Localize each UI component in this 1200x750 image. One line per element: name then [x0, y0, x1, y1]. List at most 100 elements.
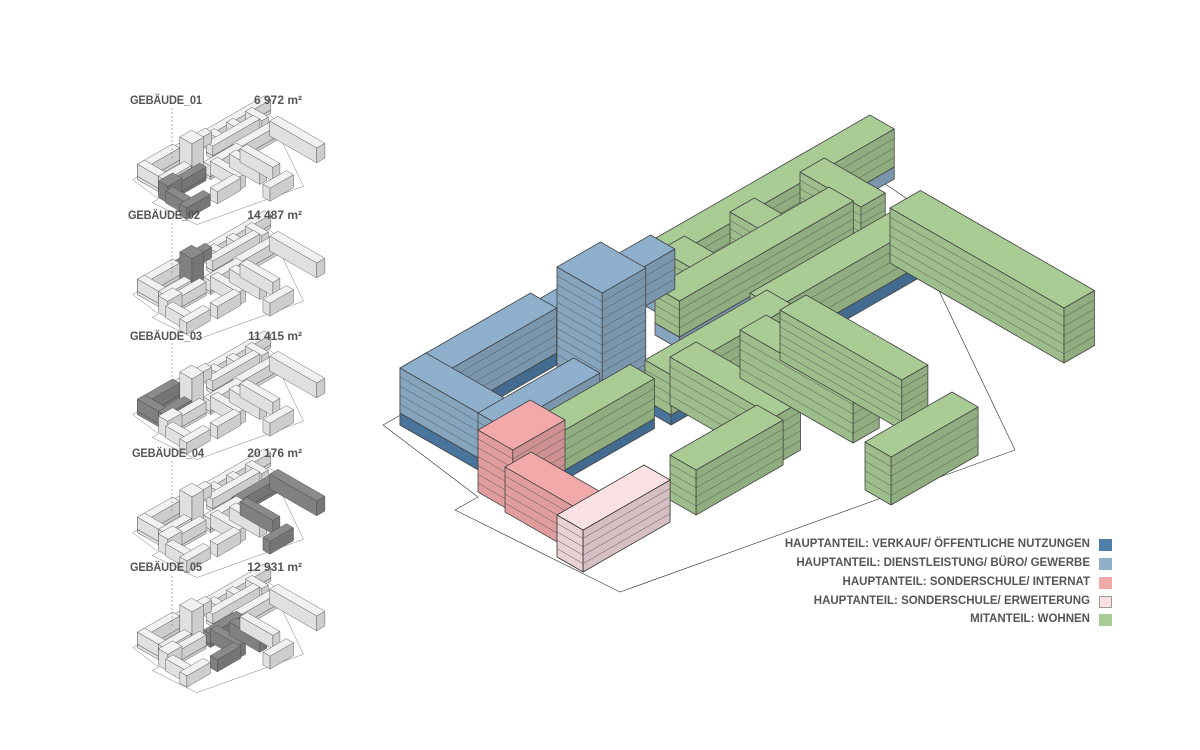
building-block — [206, 583, 261, 624]
block-face-top — [158, 407, 183, 422]
thumbnail-building-02 — [132, 210, 326, 340]
building-area-04: 20 176 m² — [247, 446, 302, 460]
floor-line — [669, 463, 697, 480]
block-face-top — [206, 230, 261, 262]
building-block — [269, 231, 326, 279]
floor-line — [556, 301, 603, 329]
floor-line — [852, 418, 880, 434]
block-face-top — [269, 469, 326, 502]
floor-line — [582, 513, 671, 564]
floor-line — [554, 398, 655, 457]
floor-line — [644, 369, 672, 386]
building-block — [669, 404, 784, 516]
building-block — [262, 638, 294, 670]
block-face-top — [239, 379, 281, 403]
floor-line — [1063, 336, 1095, 355]
block-face-top — [262, 405, 294, 424]
floor-line — [512, 428, 566, 460]
block-face-top — [179, 305, 211, 324]
site-outline — [132, 342, 304, 460]
floor-line — [556, 345, 603, 372]
floor-line — [864, 451, 892, 467]
legend-text: HAUPTANTEIL: DIENSTLEISTUNG/ BÜRO/ GEWER… — [796, 557, 1090, 569]
floor-line — [739, 348, 854, 415]
floor-line — [602, 329, 646, 355]
floor-line — [1063, 299, 1095, 318]
floor-line — [739, 339, 854, 405]
floor-line — [477, 438, 513, 460]
legend-item-dienst: HAUPTANTEIL: DIENSTLEISTUNG/ BÜRO/ GEWER… — [796, 557, 1112, 570]
floor-line — [669, 481, 697, 498]
legend-text: HAUPTANTEIL: SONDERSCHULE/ INTERNAT — [842, 576, 1090, 588]
floor-line — [477, 447, 513, 468]
floor-line — [901, 389, 929, 406]
site-outline — [382, 159, 1016, 593]
main-model — [382, 114, 1095, 593]
building-block — [210, 641, 242, 673]
floor-line — [556, 319, 603, 346]
floor-line — [556, 531, 584, 548]
floor-line — [554, 388, 655, 447]
building-block — [206, 115, 261, 156]
block-face-top — [206, 350, 261, 382]
block-face-top — [556, 241, 647, 294]
building-block — [864, 391, 979, 506]
floor-line — [889, 216, 1065, 318]
block-face-top — [158, 172, 183, 187]
floor-line — [1063, 317, 1095, 336]
building-area-02: 14 487 m² — [247, 208, 302, 222]
legend-swatch — [1099, 596, 1112, 608]
building-block — [654, 186, 854, 338]
block-face-top — [179, 482, 204, 498]
building-block — [556, 464, 671, 573]
block-face-top — [269, 231, 326, 264]
block-face-top — [262, 285, 294, 304]
building-block — [179, 190, 211, 220]
site-outline — [132, 460, 304, 578]
floor-line — [399, 376, 479, 423]
block-face-top — [864, 391, 979, 458]
block-face-top — [179, 658, 211, 677]
block-face-top — [210, 408, 242, 427]
site-outline — [132, 575, 304, 693]
building-block — [206, 350, 261, 391]
building-block — [179, 658, 211, 688]
building-block — [239, 379, 281, 417]
floor-line — [864, 460, 892, 477]
legend-item-internat: HAUPTANTEIL: SONDERSCHULE/ INTERNAT — [842, 576, 1112, 589]
floor-line — [889, 253, 1065, 355]
floor-line — [889, 226, 1065, 327]
building-block — [210, 288, 242, 320]
block-face-top — [269, 351, 326, 384]
legend-swatch — [1099, 577, 1112, 589]
building-area-01: 6 972 m² — [253, 93, 302, 107]
floor-line — [669, 490, 697, 507]
building-label-01: GEBÄUDE_01 — [130, 93, 202, 107]
block-face-top — [179, 244, 204, 260]
site-outline — [132, 222, 304, 340]
legend-item-wohnen: MITANTEIL: WOHNEN — [970, 613, 1112, 626]
floor-line — [890, 435, 979, 487]
building-block — [269, 351, 326, 399]
floor-line — [860, 209, 886, 224]
floor-line — [779, 334, 902, 406]
floor-line — [695, 446, 784, 498]
floor-line — [602, 320, 646, 346]
floor-line — [399, 394, 479, 441]
floor-line — [679, 209, 854, 311]
floor-line — [860, 201, 886, 216]
building-label-02: GEBÄUDE_02 — [128, 208, 200, 222]
block-face-top — [210, 173, 242, 192]
building-block — [179, 543, 211, 573]
block-face-top — [669, 404, 784, 471]
floor-line — [1063, 326, 1095, 345]
floor-line — [901, 373, 929, 389]
block-face-top — [158, 640, 183, 655]
block-face-top — [179, 129, 204, 145]
floor-line — [556, 328, 603, 355]
building-block — [179, 425, 211, 455]
building-label-05: GEBÄUDE_05 — [130, 560, 202, 574]
legend-text: HAUPTANTEIL: VERKAUF/ ÖFFENTLICHE NUTZUN… — [784, 538, 1090, 550]
floor-line — [556, 284, 603, 311]
